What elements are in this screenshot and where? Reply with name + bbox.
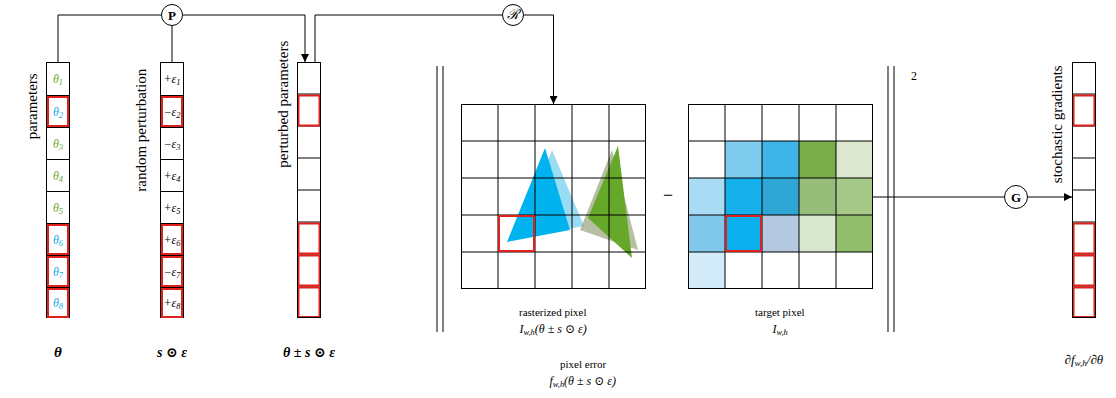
connector [172,26,173,62]
operator-symbol: G [1011,191,1021,204]
cell-value: θ2 [53,106,63,118]
subscript: 4 [176,175,180,184]
perturbation-vector: random perturbations ⊙ ε+ε1−ε2−ε3+ε4+ε5+… [160,62,184,318]
vector-heading: perturbed parameters [275,40,292,167]
connector [524,15,554,104]
highlight-boxes [299,96,1095,318]
connector [1028,197,1072,198]
cell-value: θ7 [53,266,63,278]
subscript: 2 [176,111,180,120]
parameter-vector: parametersθθ1θ2θ3θ4θ5θ6θ7θ8 [46,62,70,318]
operator-circle: ℛ [502,4,524,26]
subscript: 7 [59,271,63,280]
vector-cell: θ8 [47,287,69,318]
vector-cell: +ε1 [161,63,183,95]
subscript: 1 [59,78,63,87]
norm-bars [437,66,894,332]
vector-symbol: s ⊙ ε [157,345,187,360]
cell-value: −ε7 [163,266,180,278]
subscript: w,h [524,328,535,337]
cell-value: +ε4 [163,170,180,182]
vector-cell: +ε4 [161,159,183,191]
vector-cell: θ6 [47,223,69,255]
vector-symbol: Iw,h [773,323,788,336]
vector-heading: stochastic gradients [1049,65,1066,183]
vector-cell: θ5 [47,191,69,223]
cell-value: θ1 [53,73,63,85]
subscript: 5 [59,207,63,216]
vector-cell-lines [297,94,1096,286]
minus-sign: − [663,186,673,206]
cell-value: +ε6 [163,234,180,246]
subscript: 8 [59,302,63,311]
pixel-grid-lines [461,104,873,289]
subscript: 3 [59,143,63,152]
cell-value: θ6 [53,234,63,246]
vector-symbol: θ ± s ⊙ ε [283,345,335,360]
vector-cell: +ε8 [161,287,183,318]
vector-symbol: ∂fw,h/∂θ [1065,353,1104,367]
vector-cell: +ε5 [161,191,183,223]
cell-value: θ8 [53,297,63,309]
vector-cell: −ε3 [161,127,183,159]
cell-value: +ε5 [163,202,180,214]
formula-label: fw,h(θ ± s ⊙ ε) [550,375,617,388]
subscript: w,h [777,328,788,337]
subscript: 7 [176,271,180,280]
subscript: w,h [553,380,564,389]
cell-value: −ε3 [163,138,180,150]
exponent: 2 [911,70,917,83]
vector-symbol: θ [54,344,62,361]
connector [58,15,161,62]
cell-value: θ3 [53,138,63,150]
subscript: 2 [59,111,63,120]
vector-heading: random perturbation [133,68,150,191]
vector-cell: θ7 [47,255,69,287]
operator-circle: G [1004,185,1028,209]
subscript: 3 [176,143,180,152]
vector-cell: θ4 [47,159,69,191]
perturbed-vector: perturbed parametersθ ± s ⊙ ε [297,62,321,318]
grid-caption: rasterized pixel [519,306,587,318]
vector-cell: −ε7 [161,255,183,287]
pixel-grid: target pixelIw,h [688,104,873,289]
subscript: 8 [176,302,180,311]
subscript: 6 [59,239,63,248]
vector-cell: θ1 [47,63,69,95]
gradient-vector: stochastic gradients∂fw,h/∂θ [1072,62,1096,318]
subscript: 1 [176,78,180,87]
cell-value: +ε8 [163,297,180,309]
target-pixel-fills [688,141,873,289]
caption-label: pixel error [560,358,606,370]
subscript: 5 [176,207,180,216]
connector [873,197,1004,198]
grid-caption: target pixel [755,306,805,318]
vector-cell: θ2 [47,95,69,127]
subscript: 6 [176,239,180,248]
subscript: w,h [1075,358,1087,368]
cell-value: θ5 [53,202,63,214]
cell-value: −ε2 [163,106,180,118]
operator-circle: P [161,4,183,26]
vector-cell: −ε2 [161,95,183,127]
cell-value: θ4 [53,170,63,182]
vector-cell: θ3 [47,127,69,159]
vector-heading: parameters [24,73,41,139]
vector-symbol: Iw,h(θ ± s ⊙ ε) [520,323,587,336]
connector [315,15,502,62]
subscript: 4 [59,175,63,184]
pixel-grid: rasterized pixelIw,h(θ ± s ⊙ ε) [461,104,646,289]
operator-symbol: ℛ [507,8,519,22]
cell-value: +ε1 [163,73,180,85]
vector-cell: +ε6 [161,223,183,255]
operator-symbol: P [168,9,176,22]
